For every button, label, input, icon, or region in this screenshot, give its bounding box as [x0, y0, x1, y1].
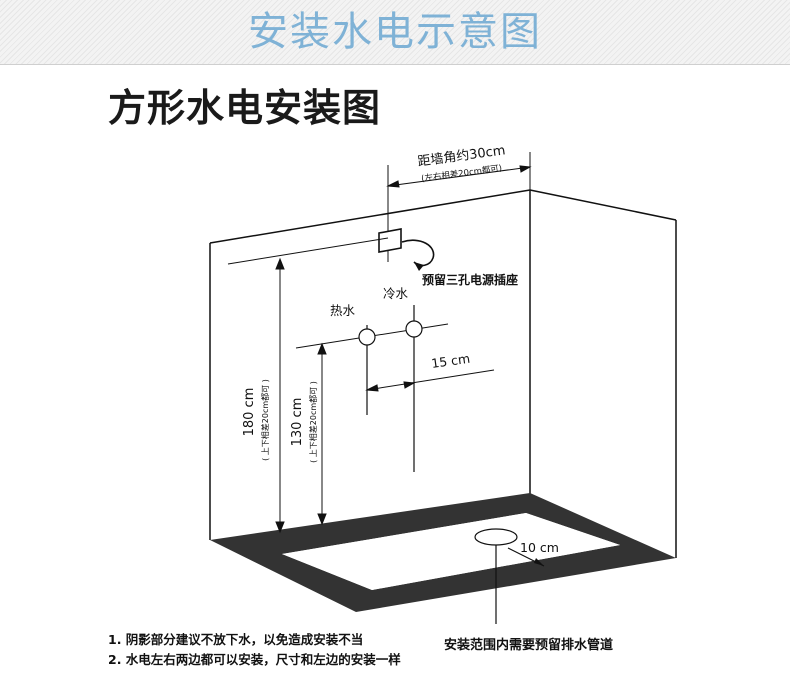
note-1: 1. 阴影部分建议不放下水，以免造成安装不当 — [108, 632, 364, 647]
corner-distance-dimension — [386, 152, 532, 262]
diagram-title: 方形水电安装图 — [108, 86, 382, 130]
height-outer-label: 180 cm — [242, 388, 257, 437]
note-2: 2. 水电左右两边都可以安装，尺寸和左边的安装一样 — [108, 652, 401, 667]
cold-water-outlet — [405, 320, 423, 338]
height-inner-label: 130 cm — [290, 398, 305, 447]
height-outer-tolerance: ( 上下相差20cm都可 ) — [260, 379, 270, 461]
back-wall-top — [209, 189, 531, 244]
socket-cable — [401, 239, 435, 267]
drain-width-arrowhead — [534, 558, 544, 566]
socket-icon — [378, 228, 402, 253]
height-dimensions — [275, 257, 327, 534]
cold-water-label: 冷水 — [383, 286, 409, 301]
height-inner-tolerance: ( 上下相差20cm都可 ) — [308, 381, 318, 463]
floor-shaded-border — [210, 493, 676, 612]
floor-inner-area — [282, 513, 620, 590]
pipe-spacing-dimension — [365, 369, 495, 392]
socket-arrowhead — [414, 262, 424, 271]
pipe-spacing-label: 15 cm — [430, 351, 471, 371]
header-banner: 安装水电示意图 — [0, 0, 790, 65]
height-180-line — [227, 237, 389, 265]
drain-outlet — [474, 528, 518, 546]
drain-width-label: 10 cm — [520, 540, 559, 555]
water-pipes — [358, 305, 423, 472]
room-walls — [209, 189, 677, 558]
drain-note: 安装范围内需要预留排水管道 — [444, 638, 614, 653]
right-wall-top — [529, 189, 677, 221]
hot-water-label: 热水 — [330, 303, 356, 318]
notes: 1. 阴影部分建议不放下水，以免造成安装不当 2. 水电左右两边都可以安装，尺寸… — [108, 630, 401, 670]
hot-water-outlet — [358, 328, 376, 346]
header-title: 安装水电示意图 — [248, 9, 542, 55]
socket-label: 预留三孔电源插座 — [422, 272, 518, 287]
